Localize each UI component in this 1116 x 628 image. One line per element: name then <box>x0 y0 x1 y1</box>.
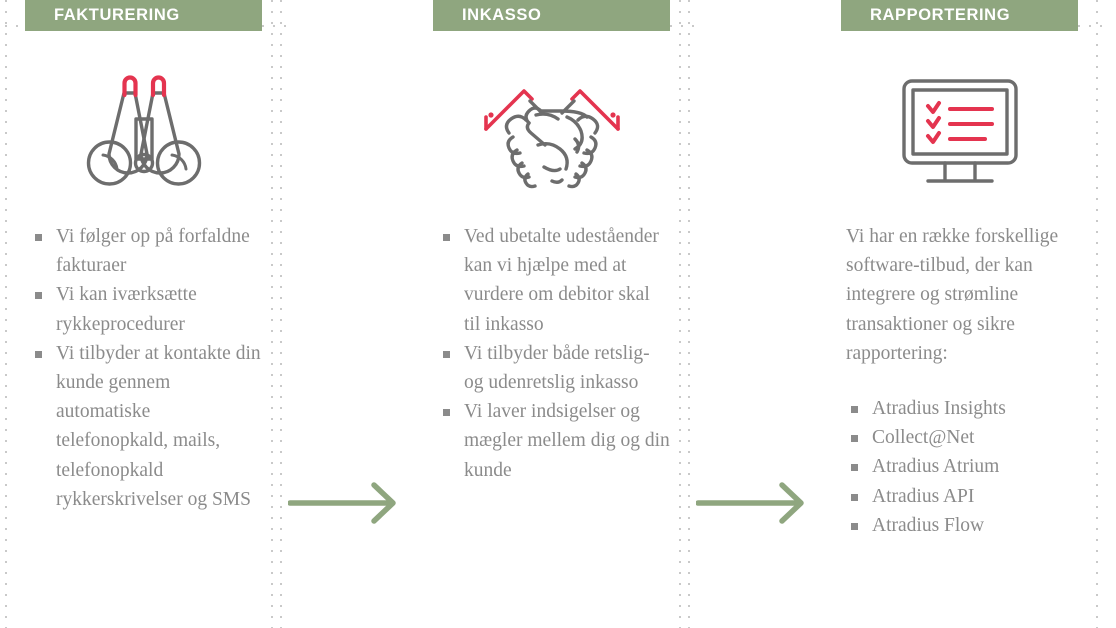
list-item: Ved ubetalte udeståender kan vi hjælpe m… <box>433 222 670 339</box>
handshake-icon <box>483 88 620 188</box>
list-item: Vi tilbyder at kontakte din kunde gennem… <box>25 339 262 514</box>
dotted-tick-mid-2 <box>670 25 694 27</box>
dotted-tick-left <box>5 25 29 27</box>
column-rapportering: RAPPORTERING Vi har en række forskellige… <box>841 0 1078 628</box>
list-item: Atradius Atrium <box>841 452 1078 481</box>
list-item: Vi kan iværksætte rykkeprocedurer <box>25 280 262 338</box>
bullet-list-fakturering: Vi følger op på forfaldne fakturaer Vi k… <box>25 222 262 514</box>
dotted-divider-col3-left <box>688 0 690 628</box>
binoculars-icon <box>86 74 201 186</box>
dotted-divider-col1-right <box>271 0 273 628</box>
icon-zone-fakturering <box>25 62 262 204</box>
list-item: Vi følger op på forfaldne fakturaer <box>25 222 262 280</box>
column-body-inkasso: Ved ubetalte udeståender kan vi hjælpe m… <box>433 222 670 485</box>
binoculars-eyecups-accent <box>121 74 166 97</box>
bullet-list-inkasso: Ved ubetalte udeståender kan vi hjælpe m… <box>433 222 670 485</box>
dotted-divider-col2-left <box>280 0 282 628</box>
arrow-fakturering-to-inkasso <box>287 479 406 532</box>
column-inkasso: INKASSO <box>433 0 670 628</box>
bullet-list-rapportering: Atradius Insights Collect@Net Atradius A… <box>841 394 1078 540</box>
column-header-label: FAKTURERING <box>54 6 180 24</box>
arrow-inkasso-to-rapportering <box>695 479 814 532</box>
column-body-rapportering: Vi har en række forskellige software-til… <box>841 222 1078 540</box>
dotted-tick-right <box>1078 25 1102 27</box>
handshake-sleeves-accent <box>483 88 620 131</box>
dotted-divider-col2-right <box>679 0 681 628</box>
dotted-divider-right-outer <box>1096 0 1098 628</box>
list-item: Atradius Insights <box>841 394 1078 423</box>
dotted-tick-mid-1 <box>262 25 286 27</box>
column-header-rapportering: RAPPORTERING <box>841 0 1078 31</box>
monitor-checklist-icon <box>901 78 1018 183</box>
list-item: Atradius Flow <box>841 511 1078 540</box>
icon-zone-inkasso <box>433 62 670 204</box>
icon-zone-rapportering <box>841 62 1078 204</box>
list-item: Collect@Net <box>841 423 1078 452</box>
column-body-fakturering: Vi følger op på forfaldne fakturaer Vi k… <box>25 222 262 514</box>
dotted-divider-left-outer <box>5 0 7 628</box>
column-header-label: INKASSO <box>462 6 542 24</box>
column-fakturering: FAKTURERING <box>25 0 262 628</box>
rapportering-intro-paragraph: Vi har en række forskellige software-til… <box>846 226 1059 364</box>
column-header-fakturering: FAKTURERING <box>25 0 262 31</box>
list-item: Atradius API <box>841 482 1078 511</box>
column-header-label: RAPPORTERING <box>870 6 1011 24</box>
list-item: Vi laver indsigelser og mægler mellem di… <box>433 397 670 485</box>
list-item: Vi tilbyder både retslig- og udenretslig… <box>433 339 670 397</box>
checklist-accent <box>925 100 994 144</box>
column-header-inkasso: INKASSO <box>433 0 670 31</box>
